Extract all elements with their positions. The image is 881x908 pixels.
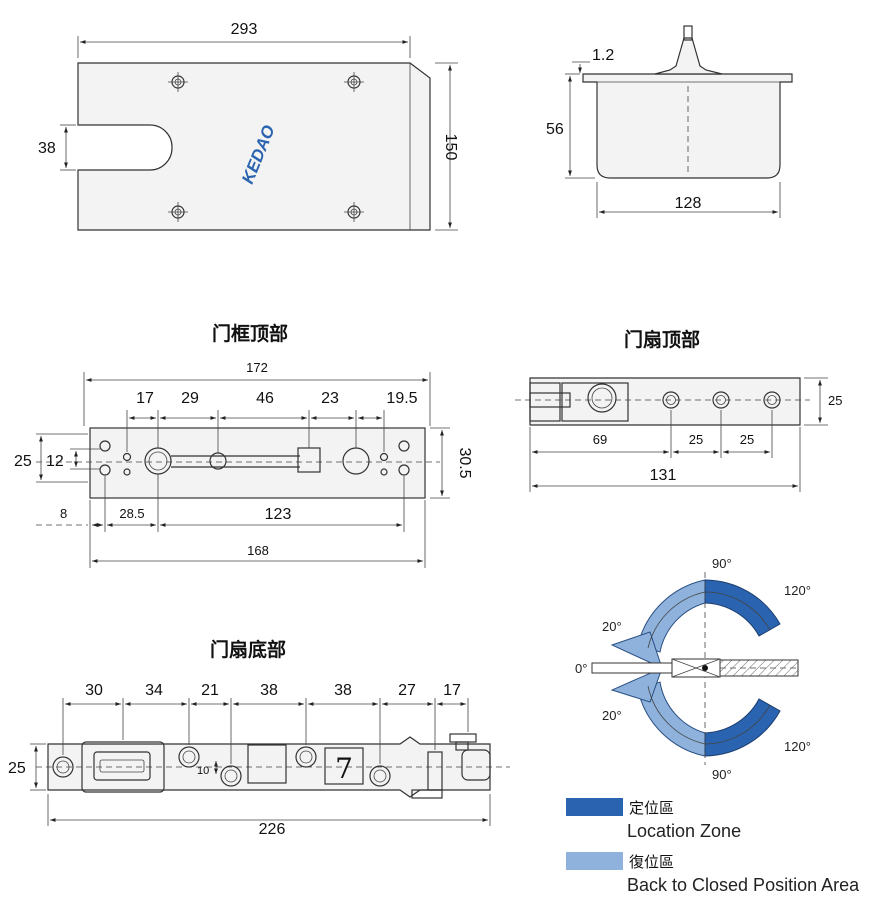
- frame-top-title: 门框顶部: [212, 322, 288, 345]
- dim-27: 27: [398, 682, 416, 699]
- door-bottom-title: 门扇底部: [210, 638, 286, 661]
- dim-17-b: 17: [443, 682, 461, 699]
- dim-25-a: 25: [689, 432, 703, 447]
- dim-30: 30: [85, 682, 103, 699]
- door-bottom-view: 门扇底部 7 30 34 2: [8, 638, 510, 838]
- label-7: 7: [335, 752, 353, 785]
- dim-46: 46: [256, 390, 274, 407]
- dim-123: 123: [265, 506, 292, 523]
- dim-21: 21: [201, 682, 219, 699]
- dim-29: 29: [181, 390, 199, 407]
- frame-top-view: 门框顶部 172 17 29 46 23 19.5: [14, 322, 473, 568]
- dim-30.5: 30.5: [456, 447, 473, 478]
- dim-25-b: 25: [740, 432, 754, 447]
- screw-icon: [168, 202, 188, 222]
- door-top-title: 门扇顶部: [624, 328, 700, 351]
- dim-10: 10: [197, 765, 209, 777]
- screw-icon: [344, 72, 364, 92]
- dim-slot-38: 38: [38, 140, 56, 157]
- rotation-diagram: 90° 120° 20° 0° 20° 120° 90°: [575, 556, 811, 782]
- dim-width-293: 293: [231, 21, 258, 38]
- screw-icon: [168, 72, 188, 92]
- angle-90-top: 90°: [712, 556, 732, 571]
- angle-0: 0°: [575, 661, 587, 676]
- dim-12: 12: [46, 453, 64, 470]
- dim-door-top-25: 25: [828, 393, 842, 408]
- dim-69: 69: [593, 432, 607, 447]
- door-top-view: 门扇顶部 25 69 25 25 131: [515, 328, 842, 492]
- side-view: 56 1.2 128: [546, 25, 793, 218]
- dim-bottom-25: 25: [8, 760, 26, 777]
- dim-28.5: 28.5: [119, 506, 144, 521]
- dim-38-a: 38: [260, 682, 278, 699]
- dim-25: 25: [14, 453, 32, 470]
- legend-location-en: Location Zone: [627, 821, 741, 841]
- angle-90-bottom: 90°: [712, 767, 732, 782]
- angle-20-top: 20°: [602, 619, 622, 634]
- legend: 定位區 Location Zone 復位區 Back to Closed Pos…: [566, 798, 860, 895]
- dim-23: 23: [321, 390, 339, 407]
- dim-19.5: 19.5: [386, 390, 417, 407]
- angle-20-bottom: 20°: [602, 708, 622, 723]
- dim-226: 226: [259, 821, 286, 838]
- legend-return-cn: 復位區: [629, 853, 674, 871]
- screw-icon: [344, 202, 364, 222]
- legend-location-cn: 定位區: [629, 799, 674, 817]
- dim-depth-56: 56: [546, 121, 564, 138]
- dim-8: 8: [60, 506, 67, 521]
- dim-131: 131: [650, 467, 677, 484]
- dim-38-b: 38: [334, 682, 352, 699]
- dim-height-150: 150: [442, 134, 459, 161]
- dim-17: 17: [136, 390, 154, 407]
- dim-34: 34: [145, 682, 163, 699]
- dim-172: 172: [246, 360, 268, 375]
- dim-width-128: 128: [675, 195, 702, 212]
- legend-swatch-return: [566, 852, 623, 870]
- legend-swatch-location: [566, 798, 623, 816]
- dim-thickness-1.2: 1.2: [592, 47, 614, 64]
- angle-120-top: 120°: [784, 583, 811, 598]
- angle-120-bottom: 120°: [784, 739, 811, 754]
- dim-168: 168: [247, 543, 269, 558]
- legend-return-en: Back to Closed Position Area: [627, 875, 860, 895]
- top-plate-view: KEDAO 293 150 38: [38, 21, 459, 231]
